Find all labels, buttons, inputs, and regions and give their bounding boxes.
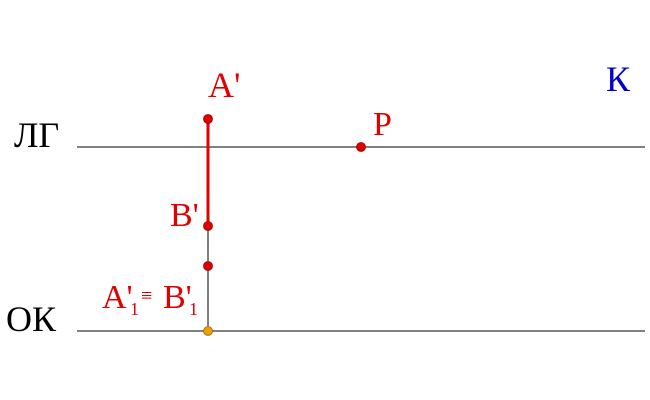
label-b-prime: B' [170, 197, 199, 234]
point-base [203, 326, 213, 336]
label-lg: ЛГ [14, 115, 59, 155]
point-a-prime [203, 114, 213, 124]
label-a1: A' [102, 279, 133, 316]
label-ok: ОК [6, 299, 57, 339]
label-b1-sub: 1 [189, 299, 198, 319]
label-k: К [606, 59, 631, 99]
label-a-prime: A' [208, 65, 240, 105]
point-a1-b1 [203, 261, 213, 271]
label-a1-sub: 1 [130, 299, 139, 319]
label-equiv: ≡ [141, 285, 152, 307]
label-p: P [373, 106, 392, 143]
point-b-prime [203, 221, 213, 231]
label-b1: B' [163, 279, 192, 316]
point-p [356, 142, 366, 152]
